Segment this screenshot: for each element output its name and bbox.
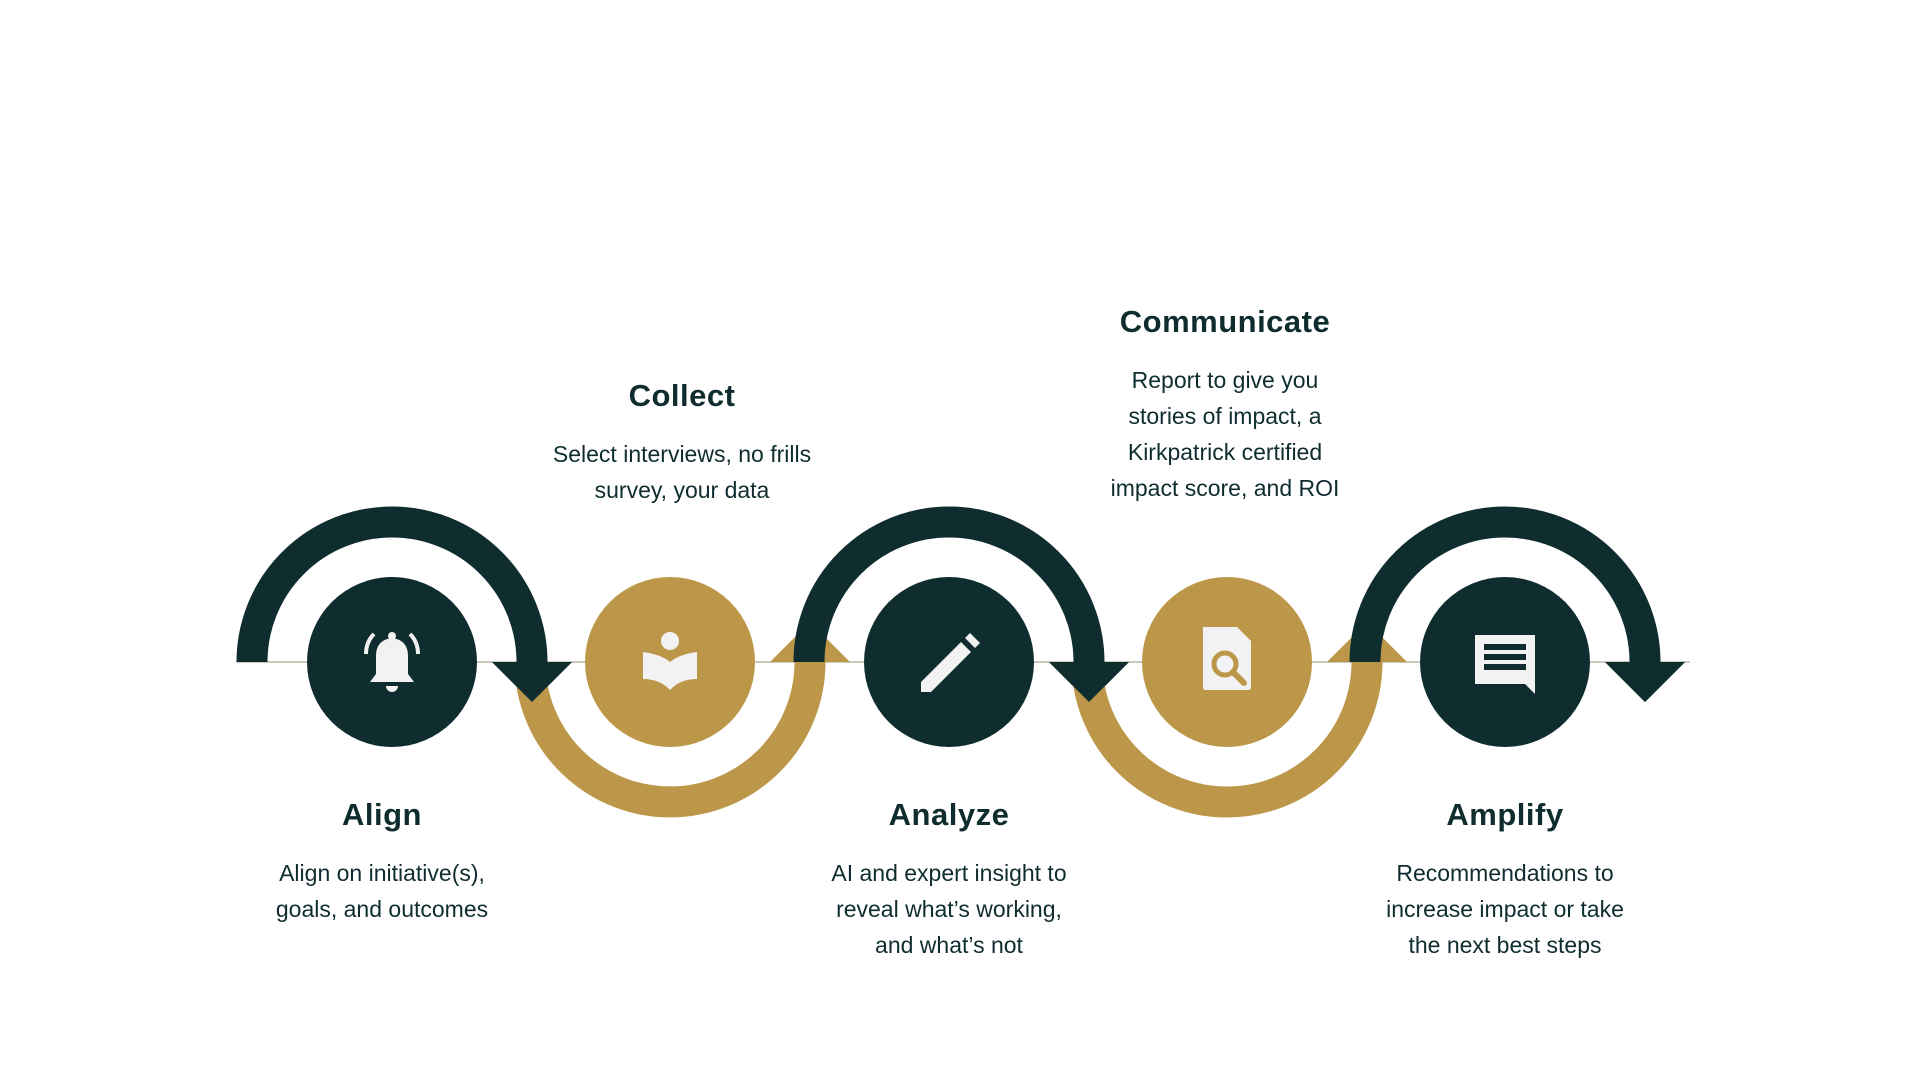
bell-icon	[364, 632, 420, 692]
arrowhead-down	[1049, 662, 1129, 702]
message-icon	[1475, 635, 1535, 694]
step-title: Amplify	[1446, 797, 1564, 832]
node-analyze	[864, 577, 1034, 747]
step-communicate: Communicate Report to give you stories o…	[1075, 304, 1375, 506]
arc	[1071, 661, 1383, 818]
node-collect	[585, 577, 755, 747]
step-collect: Collect Select interviews, no frills sur…	[532, 378, 832, 508]
arrowhead-down	[492, 662, 572, 702]
arrowhead-down	[1605, 662, 1685, 702]
arc	[514, 661, 826, 818]
arc	[1349, 506, 1661, 663]
step-amplify: Amplify Recommendations to increase impa…	[1355, 797, 1655, 963]
document-search-icon	[1203, 627, 1251, 690]
step-description: Recommendations to increase impact or ta…	[1386, 860, 1624, 958]
node-amplify	[1420, 577, 1590, 747]
step-description: Align on initiative(s), goals, and outco…	[275, 860, 489, 922]
step-title: Align	[342, 797, 422, 832]
step-description: AI and expert insight to reveal what’s w…	[831, 860, 1067, 958]
book-reader-icon	[643, 632, 697, 690]
step-analyze: Analyze AI and expert insight to reveal …	[799, 797, 1099, 963]
step-title: Analyze	[888, 797, 1010, 832]
pencil-icon	[921, 633, 980, 692]
arc	[793, 506, 1105, 663]
step-title: Communicate	[1119, 304, 1331, 339]
step-title: Collect	[628, 378, 736, 413]
arc	[236, 506, 548, 663]
step-description: Report to give you stories of impact, a …	[1110, 367, 1340, 501]
node-communicate	[1142, 577, 1312, 747]
node-align	[307, 577, 477, 747]
step-description: Select interviews, no frills survey, you…	[552, 441, 812, 503]
step-align: Align Align on initiative(s), goals, and…	[232, 797, 532, 927]
